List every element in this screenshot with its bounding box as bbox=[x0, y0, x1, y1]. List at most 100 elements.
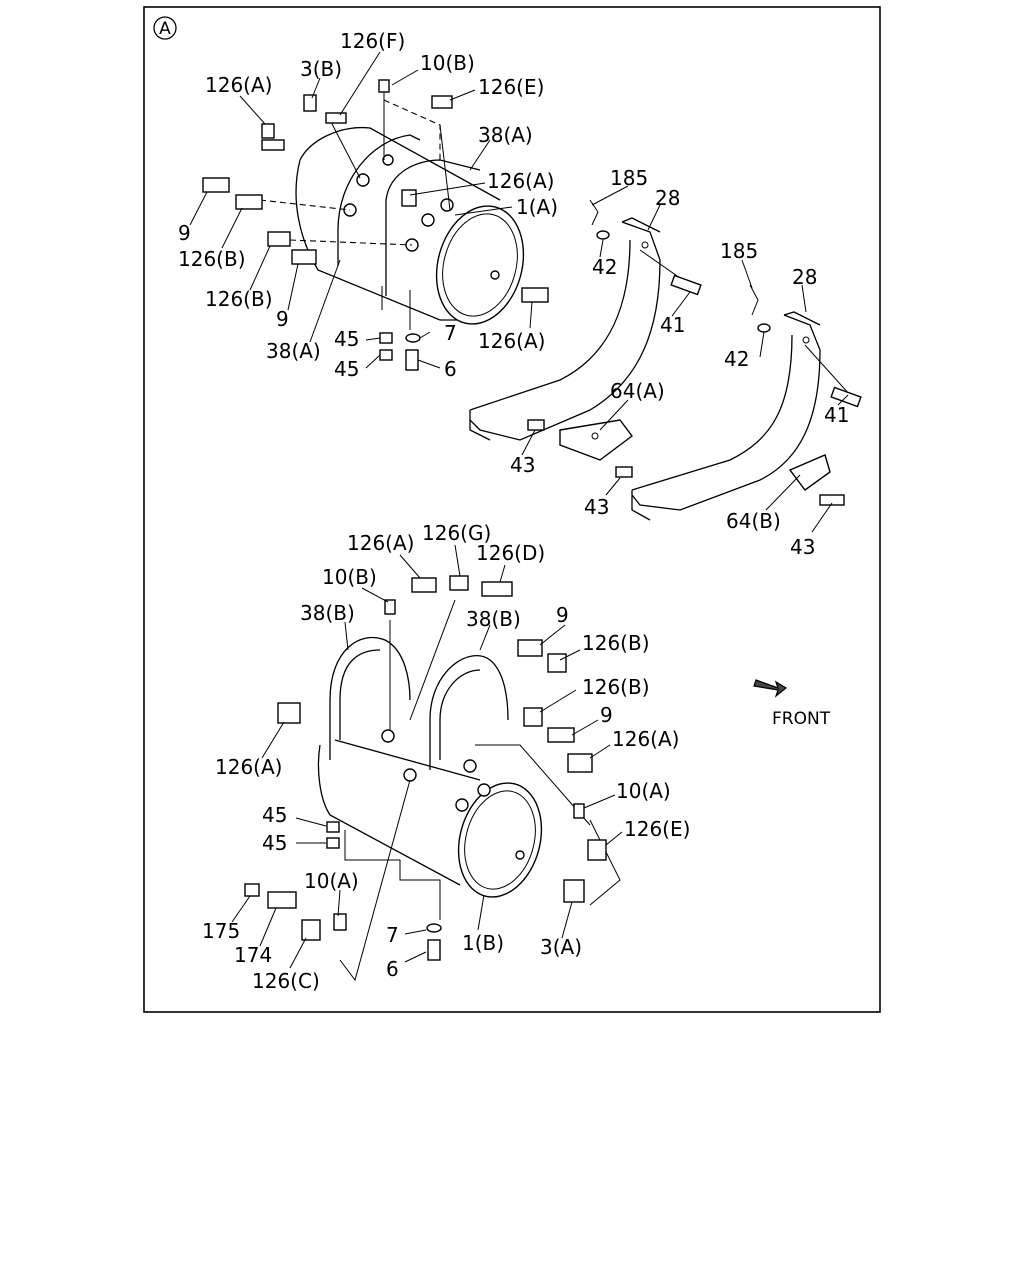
front-arrow-icon bbox=[753, 679, 788, 698]
leader-lines-lower bbox=[231, 544, 623, 969]
washer-42-1 bbox=[596, 230, 610, 240]
label-126C: 126(C) bbox=[252, 969, 320, 993]
drain-valve-6 bbox=[405, 349, 419, 371]
clip-185-1 bbox=[589, 199, 599, 226]
fitting-126A-2 bbox=[401, 189, 417, 207]
label-38A-1: 38(A) bbox=[478, 123, 533, 147]
fitting-3A bbox=[563, 879, 585, 903]
label-126A-5: 126(A) bbox=[612, 727, 679, 751]
fitting-9-3 bbox=[517, 639, 543, 657]
label-43-3: 43 bbox=[790, 535, 815, 559]
view-marker-letter: A bbox=[159, 19, 171, 39]
fitting-126C bbox=[301, 919, 321, 941]
front-direction-indicator: FRONT bbox=[753, 679, 831, 729]
fitting-126A-6 bbox=[277, 702, 301, 724]
diagram-frame bbox=[143, 6, 881, 1013]
label-126A-6: 126(A) bbox=[215, 755, 282, 779]
label-3A: 3(A) bbox=[540, 935, 582, 959]
labels-lower: 126(A) 126(G) 126(D) 10(B) 38(B) 38(B) 9… bbox=[202, 521, 690, 993]
bracket-64B bbox=[788, 454, 831, 491]
label-185-1: 185 bbox=[610, 166, 648, 190]
fitting-126A-3 bbox=[521, 287, 549, 303]
label-42-1: 42 bbox=[592, 255, 617, 279]
nut-45-4 bbox=[326, 837, 340, 849]
label-9-4: 9 bbox=[600, 703, 613, 727]
label-10A-2: 10(A) bbox=[304, 869, 359, 893]
fitting-126B-3 bbox=[547, 653, 567, 673]
clip-185-2 bbox=[749, 284, 759, 316]
label-126B-1: 126(B) bbox=[178, 247, 246, 271]
fitting-175 bbox=[244, 883, 260, 897]
label-10B: 10(B) bbox=[420, 51, 475, 75]
label-45-4: 45 bbox=[262, 831, 287, 855]
label-126A-3: 126(A) bbox=[478, 329, 545, 353]
label-45-3: 45 bbox=[262, 803, 287, 827]
view-marker: A bbox=[153, 16, 177, 40]
label-64B: 64(B) bbox=[726, 509, 781, 533]
fitting-126B-4 bbox=[523, 707, 543, 727]
plug-10B-2 bbox=[384, 599, 396, 615]
nut-45-2 bbox=[379, 349, 393, 361]
plug-10B bbox=[378, 79, 390, 93]
label-43-1: 43 bbox=[510, 453, 535, 477]
label-38A-2: 38(A) bbox=[266, 339, 321, 363]
label-126G: 126(G) bbox=[422, 521, 491, 545]
label-185-2: 185 bbox=[720, 239, 758, 263]
bolt-43-1 bbox=[527, 419, 545, 431]
label-10B-2: 10(B) bbox=[322, 565, 377, 589]
plug-10A-1 bbox=[573, 803, 585, 819]
label-6: 6 bbox=[444, 357, 457, 381]
label-1A: 1(A) bbox=[516, 195, 558, 219]
fittings-lower bbox=[244, 575, 607, 961]
label-1B: 1(B) bbox=[462, 931, 504, 955]
washer-42-2 bbox=[757, 323, 771, 333]
label-7: 7 bbox=[444, 321, 457, 345]
label-126E-2: 126(E) bbox=[624, 817, 690, 841]
label-9-3: 9 bbox=[556, 603, 569, 627]
front-label: FRONT bbox=[772, 709, 831, 729]
fitting-126E bbox=[431, 95, 453, 109]
fitting-126D bbox=[481, 581, 513, 597]
bolt-43-2 bbox=[615, 466, 633, 478]
fitting-126E-2 bbox=[587, 839, 607, 861]
fitting-126G bbox=[449, 575, 469, 591]
bracket-right bbox=[631, 284, 862, 521]
label-28-2: 28 bbox=[792, 265, 817, 289]
label-6-2: 6 bbox=[386, 957, 399, 981]
fitting-9-1 bbox=[202, 177, 230, 193]
label-38B-1: 38(B) bbox=[300, 601, 355, 625]
label-174: 174 bbox=[234, 943, 272, 967]
leader-lines-upper bbox=[189, 51, 849, 533]
fitting-174 bbox=[267, 891, 297, 909]
o-ring-7-2 bbox=[426, 923, 442, 933]
label-126A-4: 126(A) bbox=[347, 531, 414, 555]
label-38B-2: 38(B) bbox=[466, 607, 521, 631]
drain-valve-6-2 bbox=[427, 939, 441, 961]
label-7-2: 7 bbox=[386, 923, 399, 947]
label-126D: 126(D) bbox=[476, 541, 545, 565]
label-9-2: 9 bbox=[276, 307, 289, 331]
fitting-3B bbox=[303, 94, 317, 112]
label-126A-2: 126(A) bbox=[487, 169, 554, 193]
label-126F: 126(F) bbox=[340, 29, 405, 53]
elbow-fitting-126A-1 bbox=[261, 123, 275, 139]
air-tank-upper bbox=[259, 80, 525, 330]
label-64A: 64(A) bbox=[610, 379, 665, 403]
fittings-upper bbox=[202, 79, 549, 371]
fitting-126A-4 bbox=[411, 577, 437, 593]
labels-upper: 126(F) 3(B) 10(B) 126(A) 126(E) 38(A) 12… bbox=[178, 29, 849, 559]
nut-45-3 bbox=[326, 821, 340, 833]
fitting-126B-1 bbox=[235, 194, 263, 210]
fitting-126A-5 bbox=[567, 753, 593, 773]
bracket-64A bbox=[559, 419, 633, 461]
bolt-43-3 bbox=[819, 494, 845, 506]
label-43-2: 43 bbox=[584, 495, 609, 519]
label-41-2: 41 bbox=[824, 403, 849, 427]
air-tank-lower bbox=[317, 599, 621, 982]
label-41-1: 41 bbox=[660, 313, 685, 337]
label-9-1: 9 bbox=[178, 221, 191, 245]
label-3B: 3(B) bbox=[300, 57, 342, 81]
label-42-2: 42 bbox=[724, 347, 749, 371]
label-45-1: 45 bbox=[334, 327, 359, 351]
